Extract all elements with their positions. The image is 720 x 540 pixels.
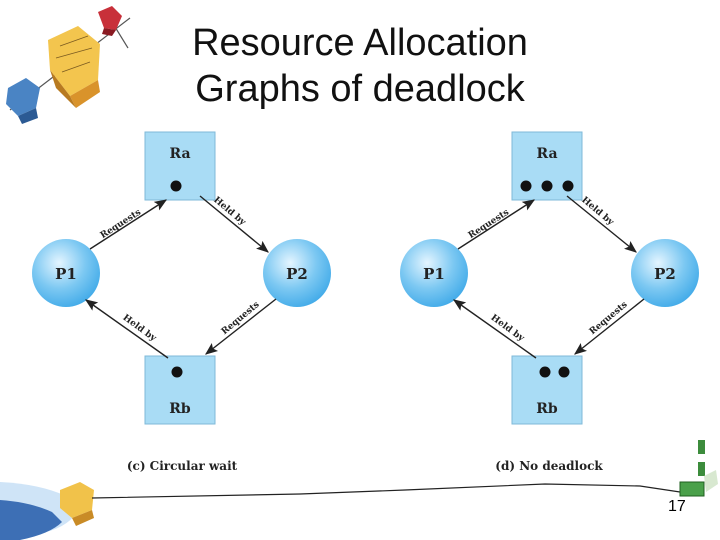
resource-instance-dot [541,180,553,192]
edge-label: Held by [579,195,616,228]
process-p1-label: P1 [55,265,77,283]
resource-ra-label: Ra [169,146,190,162]
diagram-no-deadlock: Ra Rb P1 P2 Requests Held by Requests He… [400,131,699,473]
process-p2-label: P2 [286,265,308,283]
edge-p2-requests-rb [574,298,645,355]
resource-rb-node [144,355,216,425]
resource-rb-label: Rb [536,401,558,417]
edge-p1-requests-ra [457,199,536,250]
slide-title-line-1: Resource Allocation [192,22,528,64]
resource-ra-node [144,131,216,201]
edge-p1-requests-ra [89,199,168,250]
hand-holding-cube-clipart-bottom-left [0,482,94,540]
resource-instance-dot [562,180,574,192]
slide-title-line-2: Graphs of deadlock [195,68,525,110]
process-p2-node [631,239,699,307]
edge-label: Requests [220,300,262,337]
edge-ra-held-by-p2 [566,195,637,253]
pencil-line-clipart-bottom-right [91,440,718,499]
edge-p2-requests-rb [205,298,277,355]
process-p2-node [263,239,331,307]
cube-clipart-top-left [6,6,131,124]
process-p1-node [400,239,468,307]
process-p2-label: P2 [654,265,676,283]
resource-ra-label: Ra [536,146,557,162]
resource-instance-dot [171,366,183,378]
resource-instance-dot [539,366,551,378]
process-p1-node [32,239,100,307]
resource-instance-dot [558,366,570,378]
resource-rb-label: Rb [169,401,191,417]
edge-label: Requests [467,208,511,241]
resource-instance-dot [520,180,532,192]
edge-ra-held-by-p2 [199,195,269,253]
edge-label: Requests [588,300,630,337]
diagram-circular-wait: Ra Rb P1 P2 Requests Held by Requests He… [32,131,331,473]
edge-label: Requests [99,208,143,241]
slide-title: Resource Allocation Graphs of deadlock [140,20,580,112]
process-p1-label: P1 [423,265,445,283]
edge-rb-held-by-p1 [452,299,537,359]
diagram-caption: (d) No deadlock [495,459,603,473]
page-number: 17 [668,498,686,515]
edge-label: Held by [211,195,248,228]
edge-rb-held-by-p1 [84,299,169,359]
resource-instance-dot [170,180,182,192]
diagram-caption: (c) Circular wait [127,459,238,473]
